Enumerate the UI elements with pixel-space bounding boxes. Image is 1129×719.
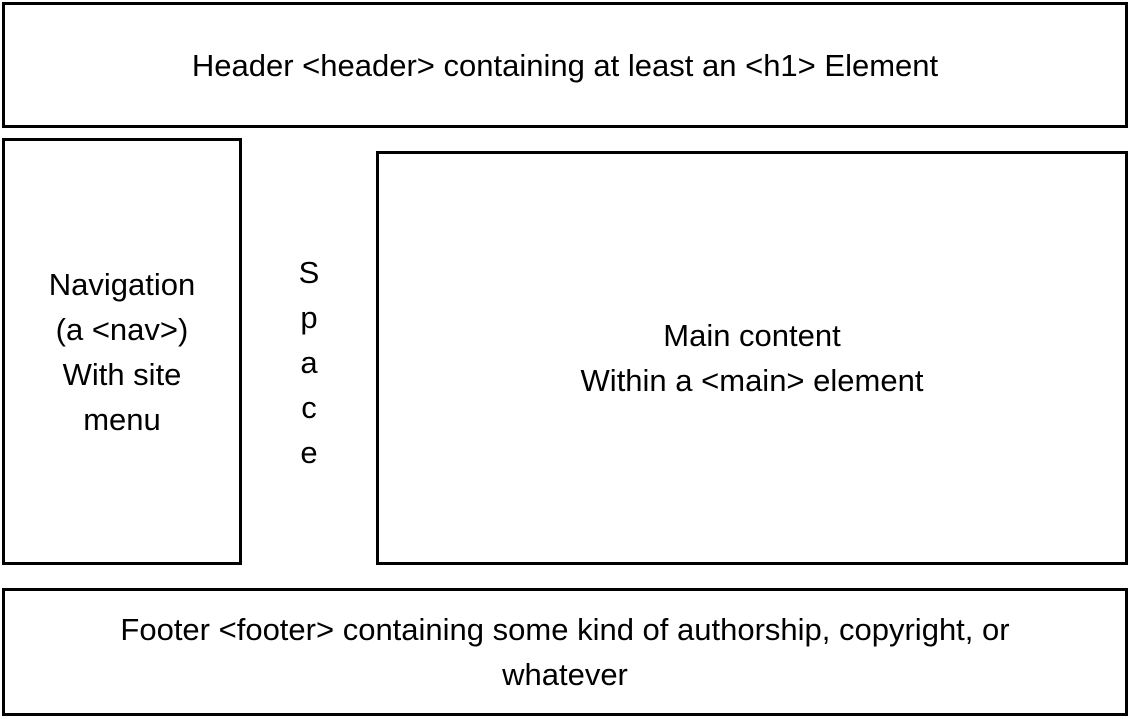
main-label: Main content Within a <main> element	[580, 318, 924, 398]
main-box: Main content Within a <main> element	[376, 151, 1128, 565]
footer-label: Footer <footer> containing some kind of …	[120, 612, 1010, 692]
nav-box: Navigation (a <nav>) With site menu	[2, 138, 242, 565]
space-letter: c	[301, 390, 317, 425]
header-label: Header <header> containing at least an <…	[191, 47, 939, 83]
space-label: S p a c e	[285, 250, 333, 475]
header-box: Header <header> containing at least an <…	[2, 2, 1128, 128]
nav-label: Navigation (a <nav>) With site menu	[48, 266, 196, 437]
space-letter: a	[300, 345, 318, 380]
space-letter: p	[300, 300, 318, 335]
footer-box: Footer <footer> containing some kind of …	[2, 588, 1128, 716]
space-letter: S	[298, 255, 320, 290]
space-letter: e	[300, 435, 318, 470]
